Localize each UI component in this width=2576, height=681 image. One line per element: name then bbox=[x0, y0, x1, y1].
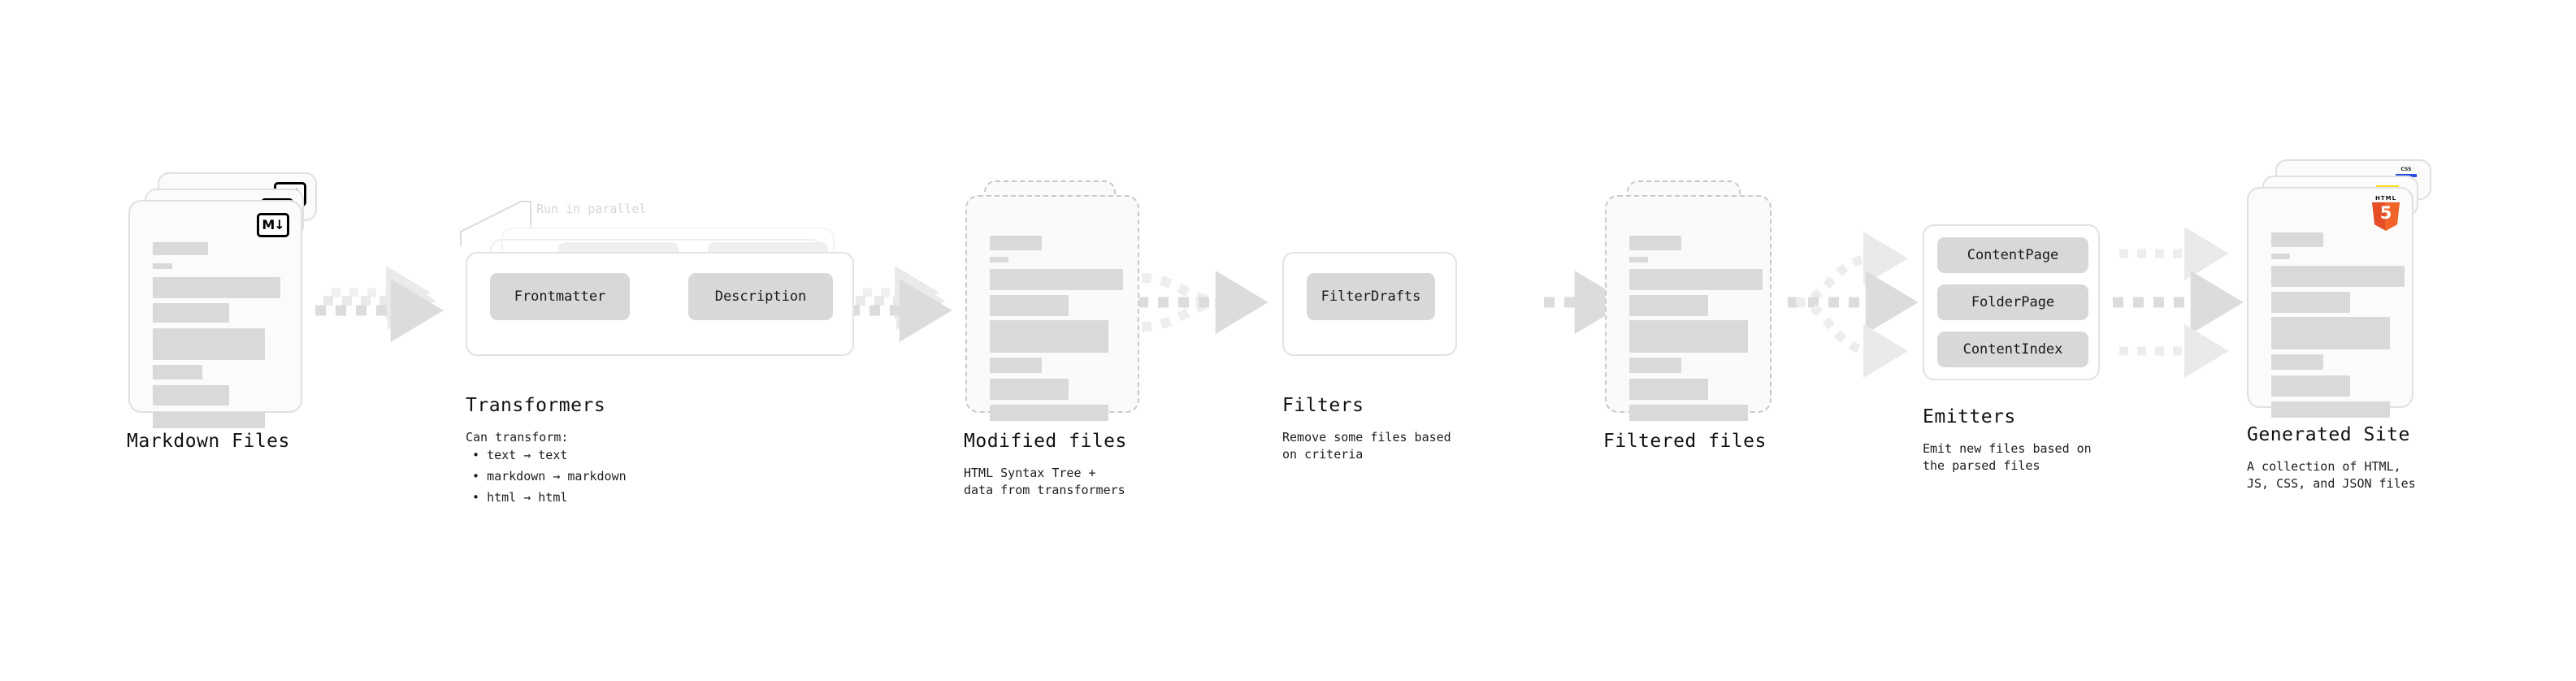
filters-group[interactable]: FilterDrafts bbox=[1282, 252, 1457, 356]
transformers-caption: Can transform: bbox=[466, 430, 569, 445]
emitters-caption: Emit new files based on the parsed files bbox=[1923, 441, 2092, 474]
html5-icon-number: 5 bbox=[2379, 203, 2392, 223]
doc-bar bbox=[1629, 236, 1681, 250]
doc-bar bbox=[1629, 295, 1708, 316]
doc-bar bbox=[1629, 320, 1748, 353]
arrow-markdown-to-transformers bbox=[315, 266, 444, 342]
arrow-filtered-to-emitters bbox=[1788, 232, 1919, 378]
doc-bar bbox=[153, 263, 172, 269]
doc-bar bbox=[1629, 269, 1763, 290]
doc-bar bbox=[990, 295, 1069, 316]
doc-bar bbox=[990, 405, 1108, 421]
markdown-icon: M↓ bbox=[257, 213, 289, 237]
site-card-front: HTML 5 bbox=[2247, 187, 2413, 418]
html5-shield-inner bbox=[2385, 202, 2400, 231]
doc-bar bbox=[2271, 266, 2405, 287]
emitters-group[interactable]: ContentPage FolderPage ContentIndex bbox=[1923, 224, 2100, 380]
doc-bar bbox=[153, 328, 265, 360]
generated-site-caption: A collection of HTML, JS, CSS, and JSON … bbox=[2247, 459, 2416, 492]
doc-bar bbox=[1629, 257, 1648, 262]
doc-bar bbox=[1629, 379, 1708, 400]
doc-bar bbox=[2271, 375, 2350, 397]
modified-files-caption: HTML Syntax Tree + data from transformer… bbox=[964, 466, 1125, 498]
doc-bar bbox=[2271, 232, 2323, 247]
doc-bar bbox=[153, 385, 229, 406]
run-in-parallel-label: Run in parallel bbox=[536, 202, 647, 216]
markdown-card-front: M↓ bbox=[128, 200, 302, 428]
emitter-pill-folderpage[interactable]: FolderPage bbox=[1937, 284, 2088, 320]
doc-bar bbox=[2271, 292, 2350, 313]
doc-bar bbox=[990, 379, 1069, 400]
doc-bar bbox=[1629, 358, 1681, 373]
html5-icon-label: HTML bbox=[2374, 195, 2397, 202]
stage-title-filtered-files: Filtered files bbox=[1603, 431, 1767, 452]
stage-title-generated-site: Generated Site bbox=[2247, 424, 2410, 445]
arrow-emitters-to-site bbox=[2113, 227, 2244, 378]
bullet-text: text → text bbox=[487, 448, 568, 462]
stage-title-modified-files: Modified files bbox=[964, 431, 1127, 452]
transformers-bullet-1: • markdown → markdown bbox=[472, 469, 627, 484]
doc-bar bbox=[1629, 405, 1748, 421]
parallel-bracket bbox=[460, 201, 531, 246]
transformers-bullet-2: • html → html bbox=[472, 490, 568, 505]
html5-icon: HTML 5 bbox=[2371, 195, 2400, 231]
emitter-pill-contentindex[interactable]: ContentIndex bbox=[1937, 332, 2088, 367]
bullet-text: markdown → markdown bbox=[487, 469, 627, 484]
doc-bar bbox=[153, 365, 202, 380]
transformer-group-front[interactable]: Frontmatter Description bbox=[466, 252, 854, 356]
filters-caption: Remove some files based on criteria bbox=[1282, 430, 1451, 462]
bullet-text: html → html bbox=[487, 490, 568, 505]
transformer-pill-description[interactable]: Description bbox=[688, 273, 833, 320]
doc-bar bbox=[990, 358, 1042, 373]
stage-title-markdown-files: Markdown Files bbox=[127, 431, 290, 452]
emitter-pill-contentpage[interactable]: ContentPage bbox=[1937, 237, 2088, 273]
stage-title-transformers: Transformers bbox=[466, 395, 606, 416]
arrow-modified-to-filters bbox=[1138, 271, 1268, 334]
doc-bar bbox=[153, 242, 208, 255]
doc-bar bbox=[990, 320, 1108, 353]
transformers-bullet-0: • text → text bbox=[472, 448, 568, 462]
doc-bar bbox=[990, 257, 1008, 262]
stage-title-filters: Filters bbox=[1282, 395, 1364, 416]
transformer-pill-frontmatter[interactable]: Frontmatter bbox=[490, 273, 630, 320]
filtered-card-front bbox=[1605, 195, 1772, 421]
doc-bar bbox=[153, 303, 229, 323]
doc-bar bbox=[2271, 401, 2390, 418]
filter-pill-filterdrafts[interactable]: FilterDrafts bbox=[1307, 273, 1435, 320]
doc-bar bbox=[2271, 317, 2390, 349]
doc-bar bbox=[153, 412, 265, 428]
doc-bar bbox=[153, 277, 280, 298]
doc-bar bbox=[2271, 354, 2323, 370]
doc-bar bbox=[990, 269, 1123, 290]
css3-icon-label: CSS bbox=[2400, 167, 2412, 172]
stage-title-emitters: Emitters bbox=[1923, 406, 2016, 427]
doc-bar bbox=[2271, 254, 2290, 259]
arrow-transformers-to-modified bbox=[829, 266, 952, 342]
doc-bar bbox=[990, 236, 1042, 250]
modified-card-front bbox=[965, 195, 1139, 421]
